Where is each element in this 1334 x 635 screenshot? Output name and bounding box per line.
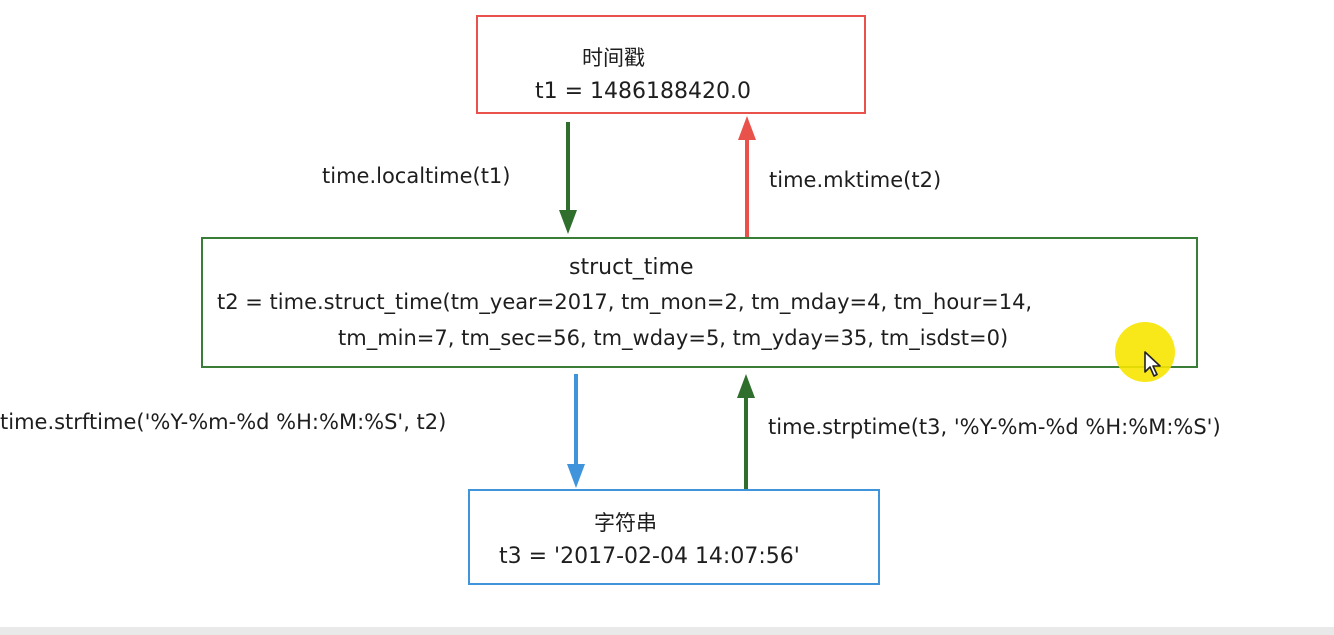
arrow-localtime	[559, 122, 577, 234]
label-strptime: time.strptime(t3, '%Y-%m-%d %H:%M:%S')	[768, 415, 1221, 439]
arrow-strftime	[567, 374, 585, 488]
arrow-mktime	[738, 116, 756, 237]
mouse-pointer-icon	[1144, 351, 1161, 377]
label-localtime: time.localtime(t1)	[322, 164, 511, 188]
struct-time-line1: t2 = time.struct_time(tm_year=2017, tm_m…	[217, 290, 1033, 314]
arrow-strptime	[737, 374, 755, 489]
struct-time-box: struct_time t2 = time.struct_time(tm_yea…	[201, 237, 1198, 368]
bottom-bar	[0, 627, 1334, 635]
string-box: 字符串 t3 = '2017-02-04 14:07:56'	[468, 489, 880, 585]
struct-time-title: struct_time	[569, 255, 694, 280]
timestamp-title: 时间戳	[582, 46, 645, 70]
label-strftime: time.strftime('%Y-%m-%d %H:%M:%S', t2)	[0, 410, 447, 434]
string-value: t3 = '2017-02-04 14:07:56'	[499, 544, 800, 569]
timestamp-box: 时间戳 t1 = 1486188420.0	[476, 15, 866, 114]
string-title: 字符串	[594, 511, 657, 535]
struct-time-line2: tm_min=7, tm_sec=56, tm_wday=5, tm_yday=…	[338, 326, 1009, 350]
label-mktime: time.mktime(t2)	[769, 168, 942, 192]
timestamp-value: t1 = 1486188420.0	[535, 79, 752, 104]
